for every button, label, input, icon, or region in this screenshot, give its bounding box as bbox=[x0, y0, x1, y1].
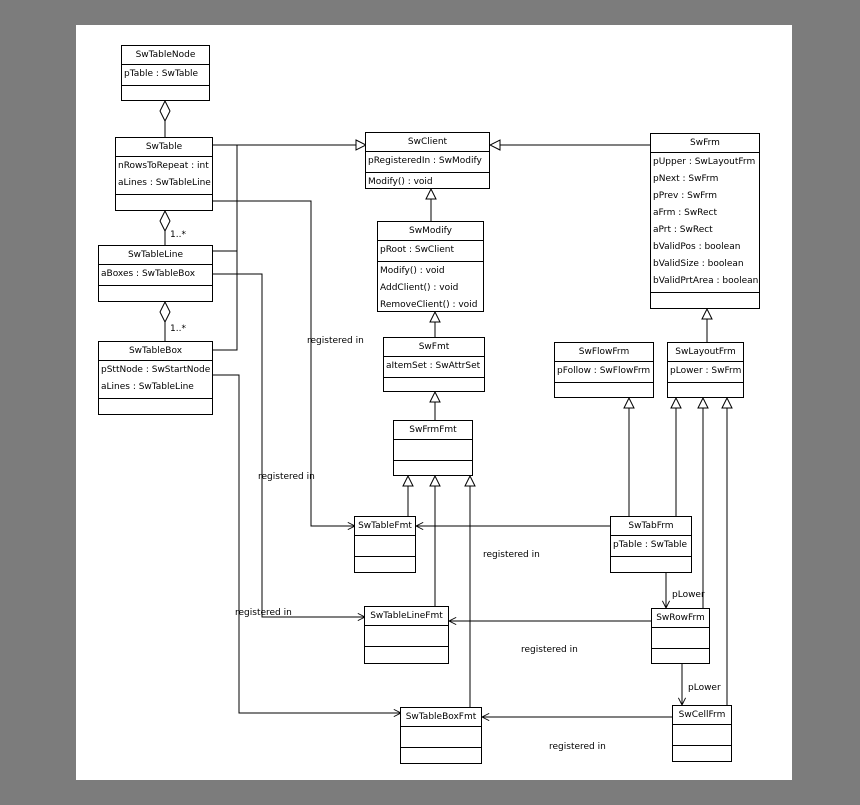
class-operation: RemoveClient() : void bbox=[380, 300, 478, 310]
plower-label: pLower bbox=[672, 590, 705, 600]
registered-in-label: registered in bbox=[307, 336, 364, 346]
class-swcellfrm[interactable]: SwCellFrm bbox=[672, 705, 732, 762]
class-name: SwFlowFrm bbox=[555, 343, 653, 362]
plower-label: pLower bbox=[688, 683, 721, 693]
multiplicity-label: 1..* bbox=[170, 324, 186, 334]
registered-in-label: registered in bbox=[235, 608, 292, 618]
registered-in-label: registered in bbox=[521, 645, 578, 655]
aggregation-diamond bbox=[159, 209, 171, 233]
class-swtablenode[interactable]: SwTableNode pTable : SwTable bbox=[121, 45, 210, 101]
registered-in-label: registered in bbox=[483, 550, 540, 560]
class-swtable[interactable]: SwTable nRowsToRepeat : int aLines : SwT… bbox=[115, 137, 213, 211]
class-swfrm[interactable]: SwFrm pUpper : SwLayoutFrm pNext : SwFrm… bbox=[650, 133, 760, 309]
class-swrowfrm[interactable]: SwRowFrm bbox=[651, 608, 710, 664]
class-operation: Modify() : void bbox=[380, 266, 445, 276]
registered-in-label: registered in bbox=[258, 472, 315, 482]
class-attribute: pRoot : SwClient bbox=[380, 245, 454, 255]
class-name: SwFrmFmt bbox=[394, 421, 472, 440]
class-name: SwTableNode bbox=[122, 46, 209, 65]
class-attribute: pPrev : SwFrm bbox=[653, 191, 718, 201]
class-swtablelinefmt[interactable]: SwTableLineFmt bbox=[364, 606, 449, 664]
class-swtablebox[interactable]: SwTableBox pSttNode : SwStartNode aLines… bbox=[98, 341, 213, 415]
class-attribute: pTable : SwTable bbox=[124, 69, 199, 79]
generalization-line bbox=[396, 476, 408, 518]
class-name: SwClient bbox=[366, 133, 489, 152]
association-line bbox=[213, 374, 401, 713]
class-name: SwTableLine bbox=[99, 246, 212, 265]
class-operation: AddClient() : void bbox=[380, 283, 459, 293]
class-name: SwTabFrm bbox=[611, 517, 691, 536]
class-attribute: pTable : SwTable bbox=[613, 540, 688, 550]
registered-in-label: registered in bbox=[549, 742, 606, 752]
class-name: SwTableBox bbox=[99, 342, 212, 361]
class-name: SwTableBoxFmt bbox=[401, 708, 481, 727]
class-attribute: pRegisteredIn : SwModify bbox=[368, 156, 482, 166]
class-attribute: pNext : SwFrm bbox=[653, 174, 719, 184]
class-swfmt[interactable]: SwFmt aItemSet : SwAttrSet bbox=[383, 337, 485, 392]
class-attribute: aItemSet : SwAttrSet bbox=[386, 361, 481, 371]
aggregation-diamond bbox=[159, 300, 171, 324]
class-attribute: nRowsToRepeat : int bbox=[118, 161, 209, 171]
class-attribute: aLines : SwTableLine bbox=[101, 382, 194, 392]
class-attribute: pUpper : SwLayoutFrm bbox=[653, 157, 756, 167]
class-name: SwLayoutFrm bbox=[668, 343, 743, 362]
class-swclient[interactable]: SwClient pRegisteredIn : SwModify Modify… bbox=[365, 132, 490, 189]
class-attribute: aPrt : SwRect bbox=[653, 225, 713, 235]
association-line bbox=[213, 273, 365, 617]
class-swtableboxfmt[interactable]: SwTableBoxFmt bbox=[400, 707, 482, 764]
class-swtableline[interactable]: SwTableLine aBoxes : SwTableBox bbox=[98, 245, 213, 302]
class-attribute: aBoxes : SwTableBox bbox=[101, 269, 196, 279]
class-swfrmfmt[interactable]: SwFrmFmt bbox=[393, 420, 473, 476]
class-attribute: pSttNode : SwStartNode bbox=[101, 365, 211, 375]
class-attribute: pLower : SwFrm bbox=[670, 366, 742, 376]
generalization-line bbox=[213, 251, 238, 351]
class-swflowfrm[interactable]: SwFlowFrm pFollow : SwFlowFrm bbox=[554, 342, 654, 398]
class-swmodify[interactable]: SwModify pRoot : SwClient Modify() : voi… bbox=[377, 221, 484, 312]
class-attribute: bValidPos : boolean bbox=[653, 242, 741, 252]
class-attribute: pFollow : SwFlowFrm bbox=[557, 366, 651, 376]
class-attribute: bValidSize : boolean bbox=[653, 259, 744, 269]
class-name: SwModify bbox=[378, 222, 483, 241]
class-name: SwRowFrm bbox=[652, 609, 709, 628]
aggregation-diamond bbox=[159, 99, 171, 123]
class-name: SwTableLineFmt bbox=[365, 607, 448, 626]
class-name: SwTable bbox=[116, 138, 212, 157]
class-attribute: aLines : SwTableLine bbox=[118, 178, 211, 188]
class-attribute: aFrm : SwRect bbox=[653, 208, 718, 218]
multiplicity-label: 1..* bbox=[170, 230, 186, 240]
class-swtablefmt[interactable]: SwTableFmt bbox=[354, 516, 416, 573]
class-name: SwFrm bbox=[651, 134, 759, 153]
class-attribute: bValidPrtArea : boolean bbox=[653, 276, 759, 286]
generalization-line bbox=[213, 145, 238, 252]
class-name: SwCellFrm bbox=[673, 706, 731, 725]
association-line bbox=[213, 200, 355, 526]
class-swtabfrm[interactable]: SwTabFrm pTable : SwTable bbox=[610, 516, 692, 573]
class-operation: Modify() : void bbox=[368, 177, 433, 187]
class-name: SwTableFmt bbox=[355, 517, 415, 536]
class-name: SwFmt bbox=[384, 338, 484, 357]
class-swlayoutfrm[interactable]: SwLayoutFrm pLower : SwFrm bbox=[667, 342, 744, 398]
